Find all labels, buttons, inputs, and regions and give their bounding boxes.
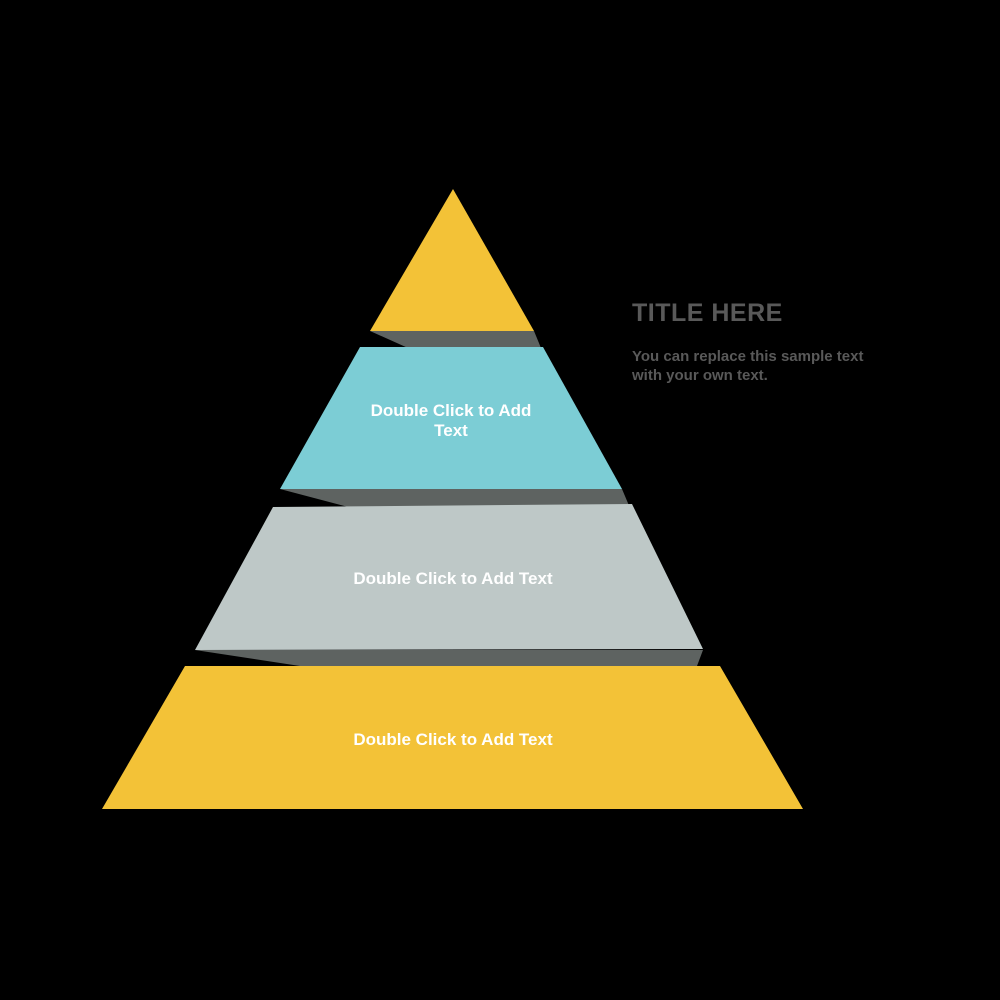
annotation-block: TITLE HERE You can replace this sample t… (632, 301, 962, 385)
pyramid-level-1-top[interactable] (370, 189, 534, 331)
level-2-label-line-1[interactable]: Double Click to Add (371, 401, 532, 420)
pyramid-level-3[interactable] (195, 504, 703, 650)
level-3-shadow (195, 650, 703, 666)
level-2-shadow (280, 489, 630, 508)
level-3-label[interactable]: Double Click to Add Text (353, 569, 553, 588)
level-2-label-line-2[interactable]: Text (434, 421, 468, 440)
annotation-body-line-2[interactable]: with your own text. (632, 367, 768, 384)
pyramid-level-4-base[interactable] (102, 666, 803, 809)
level-4-label[interactable]: Double Click to Add Text (353, 730, 553, 749)
level-1-shadow (370, 331, 541, 348)
annotation-body-line-1[interactable]: You can replace this sample text (632, 348, 864, 365)
pyramid-level-2[interactable] (280, 347, 622, 489)
annotation-title[interactable]: TITLE HERE (632, 299, 783, 327)
